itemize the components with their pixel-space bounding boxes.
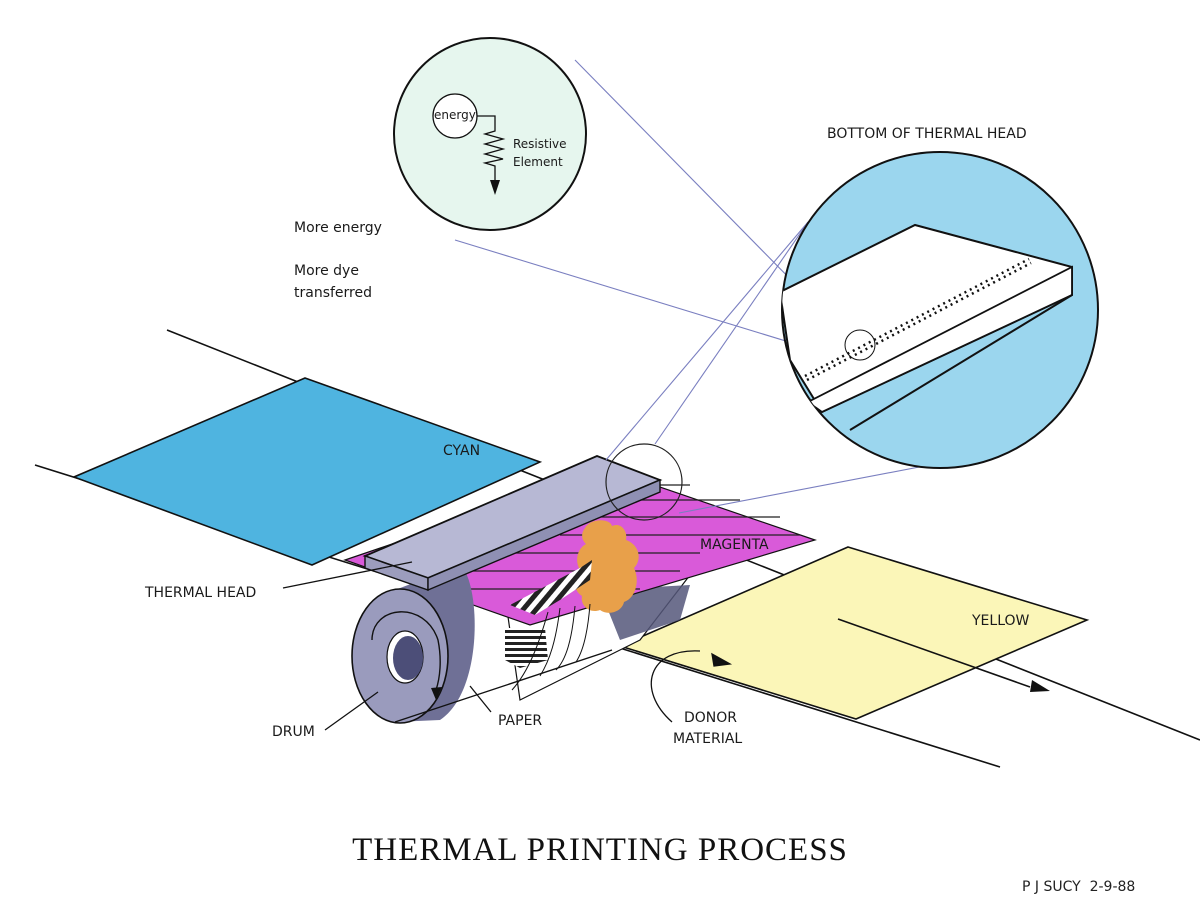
paper-label: PAPER bbox=[498, 713, 543, 729]
rotation-arrow bbox=[371, 611, 441, 691]
drum bbox=[351, 565, 475, 724]
cyan-panel bbox=[71, 377, 543, 566]
diagram-title: THERMAL PRINTING PROCESS bbox=[352, 832, 848, 868]
leader-lines bbox=[282, 561, 733, 731]
thermal-head-label: THERMAL HEAD bbox=[145, 585, 257, 601]
note-more-dye: More dye bbox=[294, 263, 359, 279]
yellow-label: YELLOW bbox=[972, 613, 1030, 629]
head-bottom-inset bbox=[781, 151, 1099, 469]
yellow-panel bbox=[617, 546, 1090, 720]
resistive-element-label-2: Element bbox=[513, 155, 563, 169]
direction-arrowhead bbox=[1030, 680, 1050, 692]
element-detail-circle bbox=[844, 329, 876, 361]
drum-label: DRUM bbox=[272, 724, 315, 740]
author-credit: P J SUCY 2-9-88 bbox=[1022, 879, 1136, 895]
head-detail-circle bbox=[605, 443, 683, 521]
circuit-inset bbox=[393, 37, 587, 231]
thermal-head bbox=[362, 455, 663, 592]
paper-curves bbox=[511, 603, 591, 691]
energy-label: energy bbox=[434, 108, 476, 122]
cyan-label: CYAN bbox=[443, 443, 481, 459]
donor-label-2: MATERIAL bbox=[673, 731, 743, 747]
head-bottom-label: BOTTOM OF THERMAL HEAD bbox=[827, 126, 1027, 142]
magenta-label: MAGENTA bbox=[700, 537, 769, 553]
donor-label-1: DONOR bbox=[684, 710, 738, 726]
resistive-element-label-1: Resistive bbox=[513, 137, 567, 151]
note-transferred: transferred bbox=[294, 285, 372, 301]
ink-blob bbox=[575, 520, 639, 613]
note-more-energy: More energy bbox=[294, 220, 382, 236]
resistor-icon bbox=[477, 115, 506, 182]
transferred-chevron bbox=[510, 560, 592, 615]
direction-arrow-line bbox=[837, 618, 1031, 688]
transferred-lines bbox=[505, 628, 548, 668]
